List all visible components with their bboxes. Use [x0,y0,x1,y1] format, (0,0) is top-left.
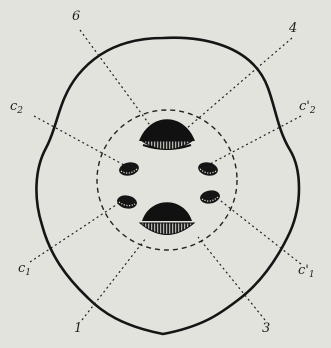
small-bundle-left-lower [116,194,138,210]
label-1: 1 [74,322,82,335]
label-3: 3 [262,322,270,335]
leader-6 [80,30,152,128]
label-c2-right-sub: 2 [310,106,316,116]
small-bundle-left-upper [118,161,140,178]
label-6: 6 [72,10,80,23]
label-c1-right-sub: 1 [309,270,315,280]
label-4: 4 [289,22,297,35]
leader-c2-left [34,116,124,165]
label-c2-left-sub: 2 [17,106,23,116]
bottom-large-bundle [140,202,194,234]
leader-1 [82,238,146,320]
label-c1-left-sub: 1 [25,268,31,278]
leader-3 [198,237,265,320]
label-c1-left: c1 [18,262,31,278]
small-bundle-right-upper [197,161,219,178]
outer-outline [36,38,299,334]
label-c2-right: c'2 [299,100,316,116]
label-c2-left: c2 [10,100,23,116]
leader-c2-right [208,116,301,165]
small-bundle-right-lower [199,189,221,205]
label-c1-right: c'1 [298,264,315,280]
leader-c1-right [212,194,301,264]
top-large-bundle [139,119,195,149]
